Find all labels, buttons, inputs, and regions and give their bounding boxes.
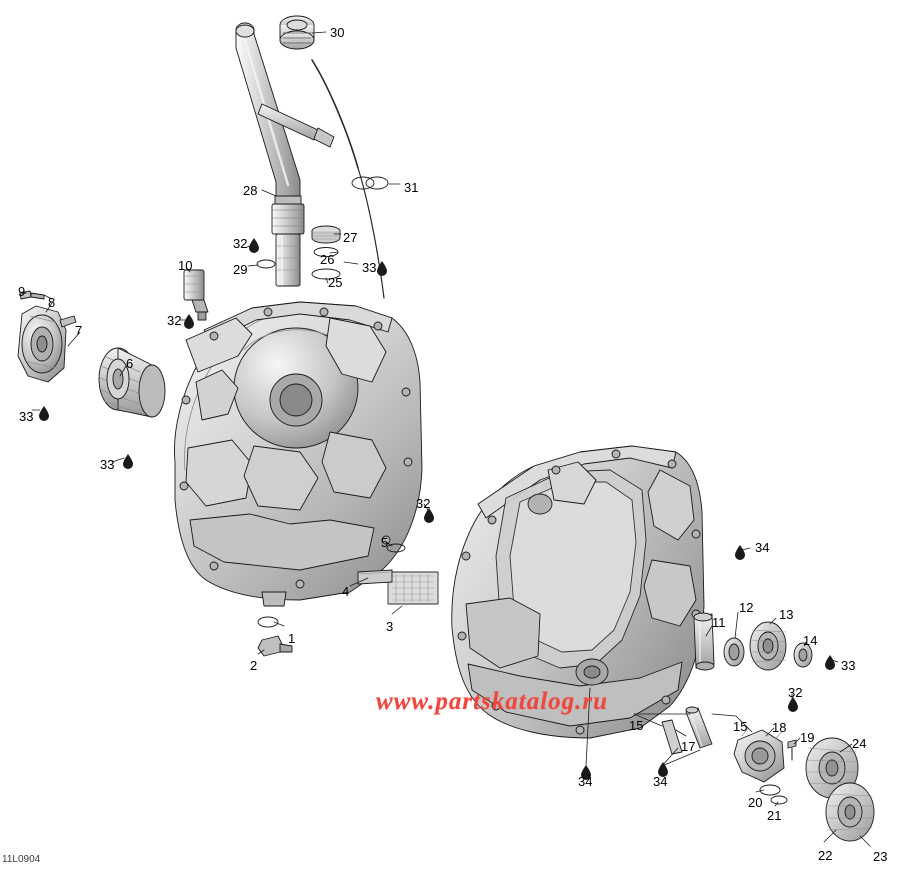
- part-9-bolt: [19, 290, 53, 300]
- watermark: www.partskatalog.ru: [376, 688, 609, 715]
- part-19-screw: [787, 739, 797, 761]
- callout-34-c: 34: [653, 774, 668, 789]
- part-30-oil-cap: [279, 15, 315, 50]
- part-5-oring: [386, 543, 406, 553]
- callout-25: 25: [328, 275, 343, 290]
- callout-8: 8: [48, 295, 56, 310]
- part-31-dipstick: [311, 59, 389, 299]
- callout-13: 13: [779, 607, 794, 622]
- part-8-filter-cover: [17, 305, 77, 383]
- callout-7: 7: [75, 323, 83, 338]
- drop-markers: [39, 238, 835, 780]
- callout-18: 18: [772, 720, 787, 735]
- callout-33-b: 33: [19, 409, 34, 424]
- callout-33-a: 33: [362, 260, 377, 275]
- callout-32-d: 32: [788, 685, 803, 700]
- part-24-gear: [805, 737, 859, 799]
- callout-34-b: 34: [578, 774, 593, 789]
- part-3-oil-screen: [387, 571, 439, 605]
- part-27-26-25-seals: [311, 225, 341, 280]
- callout-27: 27: [343, 230, 358, 245]
- callout-21: 21: [767, 808, 782, 823]
- callout-12: 12: [739, 600, 754, 615]
- part-14-bearing: [793, 642, 813, 668]
- callout-1: 1: [288, 631, 296, 646]
- callout-33-d: 33: [841, 658, 856, 673]
- crankcase-left: [174, 301, 423, 607]
- part-22-23-gear: [825, 782, 875, 842]
- callout-19: 19: [800, 730, 815, 745]
- callout-14: 14: [803, 633, 818, 648]
- part-10-sensor: [183, 269, 209, 321]
- part-11-shaft: [693, 612, 715, 671]
- callout-3: 3: [386, 619, 394, 634]
- callout-11: 11: [712, 615, 726, 630]
- part-29-oring: [256, 259, 276, 269]
- callout-28: 28: [243, 183, 258, 198]
- part-6-oil-filter: [98, 347, 166, 418]
- part-code: 11L0904: [2, 854, 41, 865]
- callout-29: 29: [233, 262, 248, 277]
- callout-32-c: 32: [416, 496, 431, 511]
- part-4-screen-frame: [357, 569, 393, 585]
- callout-32-a: 32: [233, 236, 248, 251]
- callout-4: 4: [342, 584, 350, 599]
- callout-2: 2: [250, 658, 258, 673]
- callout-9: 9: [18, 284, 26, 299]
- part-1-drain-washer: [257, 616, 279, 628]
- callout-30: 30: [330, 25, 345, 40]
- callout-24: 24: [852, 736, 867, 751]
- callout-17: 17: [681, 739, 696, 754]
- callout-15-b: 15: [733, 719, 748, 734]
- part-12-bearing: [723, 637, 745, 667]
- leader-lines: [21, 31, 871, 847]
- part-15-17-pins: [661, 706, 713, 755]
- part-18-pump-body: [733, 727, 785, 783]
- callout-32-b: 32: [167, 313, 182, 328]
- part-28-filler-tube: [235, 22, 335, 287]
- callout-31: 31: [404, 180, 419, 195]
- part-13-drive-gear: [749, 621, 787, 671]
- callout-5: 5: [381, 535, 389, 550]
- callout-23: 23: [873, 849, 888, 864]
- callout-22: 22: [818, 848, 833, 863]
- callout-6: 6: [126, 356, 134, 371]
- callout-15-a: 15: [629, 718, 644, 733]
- callout-10: 10: [178, 258, 193, 273]
- part-7-leader: [67, 331, 81, 347]
- crankcase-right: [451, 445, 705, 739]
- callout-26: 26: [320, 252, 335, 267]
- part-2-drain-plug: [257, 635, 293, 657]
- callout-33-c: 33: [100, 457, 115, 472]
- part-20-21-washers: [759, 784, 788, 805]
- callout-20: 20: [748, 795, 763, 810]
- callout-34-a: 34: [755, 540, 770, 555]
